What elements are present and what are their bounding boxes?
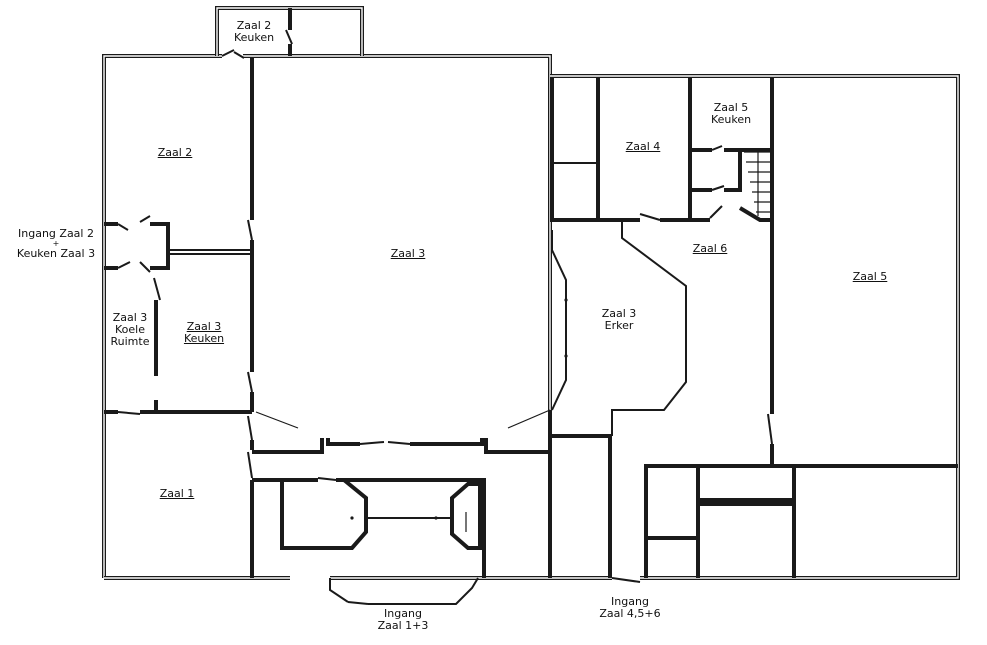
label-zaal3-koele-ruimte: Zaal 3 Koele Ruimte <box>110 311 150 348</box>
label-zaal4: Zaal 4 <box>625 140 661 153</box>
label-ingang-zaal13: Ingang Zaal 1+3 <box>377 607 429 632</box>
label-zaal3-keuken: Zaal 3 Keuken <box>183 320 225 345</box>
label-zaal5: Zaal 5 <box>852 270 888 283</box>
zaal3-bay <box>252 230 567 454</box>
entrance-hall <box>252 478 486 605</box>
label-zaal3: Zaal 3 <box>390 247 426 260</box>
bottom-right-rooms <box>644 464 958 578</box>
label-ingang-zaal456: Ingang Zaal 4,5+6 <box>599 595 661 620</box>
doors <box>117 29 773 605</box>
label-zaal5-keuken: Zaal 5 Keuken <box>710 101 752 126</box>
label-zaal6: Zaal 6 <box>692 242 728 255</box>
outer-walls <box>102 6 960 580</box>
label-ingang-zaal2: Ingang Zaal 2 + Keuken Zaal 3 <box>16 227 96 260</box>
left-partitions <box>104 58 254 578</box>
label-zaal2-keuken: Zaal 2 Keuken <box>233 19 275 44</box>
label-zaal1: Zaal 1 <box>159 487 195 500</box>
label-zaal3-erker: Zaal 3 Erker <box>601 307 637 332</box>
middle-partitions <box>548 78 774 578</box>
label-zaal2: Zaal 2 <box>157 146 193 159</box>
